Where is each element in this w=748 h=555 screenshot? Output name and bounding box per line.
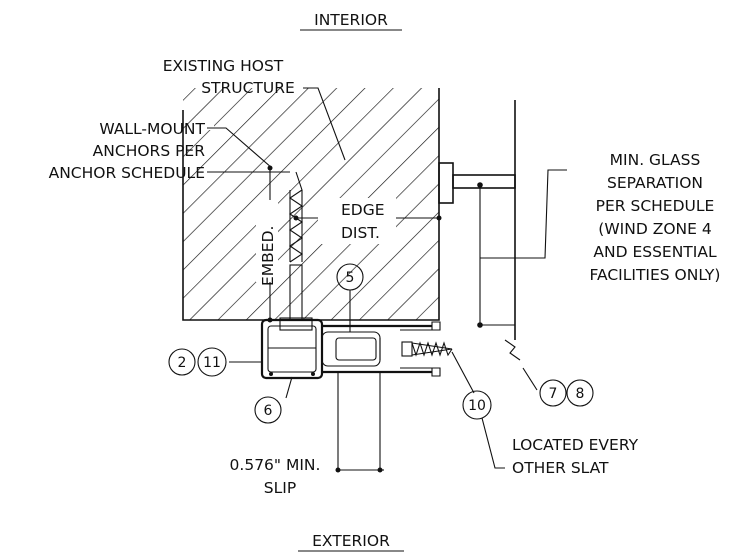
svg-text:6: 6 <box>264 403 273 419</box>
svg-text:OTHER SLAT: OTHER SLAT <box>512 459 609 477</box>
svg-text:SLIP: SLIP <box>264 479 296 497</box>
svg-text:DIST.: DIST. <box>341 224 380 242</box>
svg-text:MIN. GLASS: MIN. GLASS <box>610 151 701 169</box>
svg-text:FACILITIES ONLY): FACILITIES ONLY) <box>590 266 721 284</box>
callout-11: 11 <box>197 347 227 377</box>
anchors-label-line1: WALL-MOUNT <box>99 120 205 138</box>
svg-text:(WIND ZONE 4: (WIND ZONE 4 <box>598 220 711 238</box>
slip-dimension <box>335 372 384 473</box>
svg-text:0.576" MIN.: 0.576" MIN. <box>230 456 321 474</box>
svg-text:5: 5 <box>346 270 355 286</box>
leader-lines <box>207 87 567 469</box>
svg-text:EMBED.: EMBED. <box>259 226 277 286</box>
interior-label: INTERIOR <box>300 11 402 31</box>
glass-separation-label: MIN. GLASS SEPARATION PER SCHEDULE (WIND… <box>590 151 721 284</box>
svg-text:EXTERIOR: EXTERIOR <box>312 532 390 550</box>
edge-label: EDGE DIST. <box>318 198 396 244</box>
callout-8: 8 <box>566 379 594 407</box>
svg-text:INTERIOR: INTERIOR <box>314 11 388 29</box>
svg-text:7: 7 <box>549 386 558 402</box>
host-structure <box>182 88 440 321</box>
svg-text:8: 8 <box>576 386 585 402</box>
svg-text:11: 11 <box>203 355 221 371</box>
wall-anchor <box>279 171 313 331</box>
slip-label: 0.576" MIN. SLIP <box>230 456 321 497</box>
embed-label: EMBED. <box>256 200 278 286</box>
host-label-line2: STRUCTURE <box>201 79 295 97</box>
callout-5: 5 <box>336 263 364 291</box>
host-label-line1: EXISTING HOST <box>163 57 284 75</box>
callout-10: 10 <box>462 390 492 420</box>
exterior-label: EXTERIOR <box>298 532 404 552</box>
callout-6: 6 <box>254 396 282 424</box>
svg-text:10: 10 <box>468 398 486 414</box>
svg-text:PER SCHEDULE: PER SCHEDULE <box>596 197 715 215</box>
anchors-label-line2: ANCHORS PER <box>93 142 206 160</box>
svg-text:2: 2 <box>178 355 187 371</box>
anchors-label-line3: ANCHOR SCHEDULE <box>49 164 205 182</box>
track-profile <box>260 318 453 380</box>
svg-text:LOCATED EVERY: LOCATED EVERY <box>512 436 639 454</box>
window-frame <box>438 100 521 361</box>
svg-text:SEPARATION: SEPARATION <box>607 174 703 192</box>
svg-text:AND ESSENTIAL: AND ESSENTIAL <box>593 243 717 261</box>
svg-text:EDGE: EDGE <box>341 201 385 219</box>
callout-7: 7 <box>539 379 567 407</box>
located-label: LOCATED EVERY OTHER SLAT <box>512 436 639 477</box>
callout-2: 2 <box>168 348 196 376</box>
